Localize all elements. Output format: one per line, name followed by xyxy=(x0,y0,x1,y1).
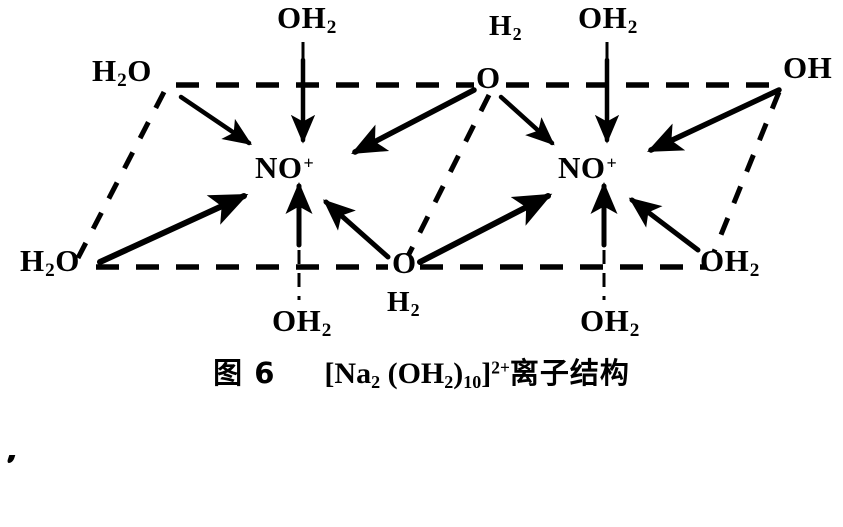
dashed-edge-left-slant xyxy=(75,90,167,260)
ligand-label-water-top-axial-right: OH2 xyxy=(578,2,638,38)
arrow-top-left-water-to-left-cation xyxy=(178,94,252,146)
ligand-text-main: OH xyxy=(783,50,833,85)
dashed-edge-middle-slant xyxy=(405,93,492,258)
arrow-bottom-right-water-to-right-cation xyxy=(628,197,701,253)
ligand-text-sub: 2 xyxy=(627,17,638,39)
ligand-label-water-bottom-axial-left: OH2 xyxy=(272,305,332,341)
ligand-label-bridge-bottom-hydrogens: H2 xyxy=(387,286,421,321)
arrow-bottom-left-water-to-left-cation xyxy=(97,193,249,265)
ligand-text-main: H xyxy=(92,53,117,88)
arrow-bridge-bottom-oxygen-to-left-cation xyxy=(323,199,391,260)
ligand-text-sub: 2 xyxy=(45,260,56,282)
ligand-text-main: OH xyxy=(578,0,628,35)
ligand-text-sub: 2 xyxy=(321,320,332,342)
ligand-text-tail: O xyxy=(55,243,80,278)
caption-charge: 2+ xyxy=(491,357,510,378)
ligand-label-water-bottom-left: H2O xyxy=(20,245,80,281)
ligand-text-main: H xyxy=(489,10,513,42)
dashed-framework xyxy=(75,82,786,270)
ligand-label-water-bottom-right: OH2 xyxy=(700,245,760,281)
caption-bracket-close: ] xyxy=(481,357,492,390)
caption-paren-open: ( xyxy=(387,357,398,390)
ligand-text-sub: 2 xyxy=(326,17,337,39)
arrow-bridge-bottom-oxygen-to-right-cation xyxy=(417,193,553,265)
ligand-label-water-top-axial-left: OH2 xyxy=(277,2,337,38)
ligand-text-tail: O xyxy=(127,53,152,88)
caption-bracket-open: [ xyxy=(324,357,335,390)
cation-charge: + xyxy=(606,152,618,173)
caption-element-sub: 2 xyxy=(371,372,381,393)
cation-charge: + xyxy=(303,152,315,173)
ligand-label-water-top-right: OH xyxy=(783,52,832,83)
caption-ligand-count: 10 xyxy=(463,372,482,393)
arrow-bridge-top-oxygen-to-left-cation xyxy=(351,87,477,155)
ligand-text-sub: 2 xyxy=(117,70,128,92)
cation-label-left: NO+ xyxy=(255,152,314,183)
ligand-text-main: O xyxy=(476,60,501,95)
ligand-text-sub: 2 xyxy=(749,260,760,282)
ligand-label-bridge-bottom-oxygen: O xyxy=(392,247,417,278)
ligand-text-sub: 2 xyxy=(629,320,640,342)
ligand-label-bridge-top-hydrogens: H2 xyxy=(489,10,523,45)
arrow-bridge-top-oxygen-to-right-cation xyxy=(498,94,555,146)
caption-ligand-sub: 2 xyxy=(444,372,454,393)
caption-figure-number: 图 6 xyxy=(213,356,276,390)
cation-symbol: NO xyxy=(558,150,606,185)
figure-caption: 图 6 [Na2 (OH2)10]2+离子结构 xyxy=(0,355,843,394)
coordination-arrows-right-cation xyxy=(417,57,782,265)
caption-formula: [Na2 (OH2)10]2+ xyxy=(324,355,509,394)
ligand-text-main: OH xyxy=(700,243,750,278)
cation-label-right: NO+ xyxy=(558,152,617,183)
ligand-label-water-top-left: H2O xyxy=(92,55,152,91)
caption-element: Na xyxy=(334,357,372,390)
ligand-label-water-bottom-axial-right: OH2 xyxy=(580,305,640,341)
cation-symbol: NO xyxy=(255,150,303,185)
coordination-arrows-left-cation xyxy=(97,57,477,265)
caption-suffix-cjk: 离子结构 xyxy=(509,356,630,390)
ligand-text-main: OH xyxy=(272,303,322,338)
dashed-edge-right-slant xyxy=(711,91,782,253)
caption-paren-close: ) xyxy=(453,357,464,390)
ligand-text-sub: 2 xyxy=(512,24,523,45)
ligand-label-bridge-top-oxygen: O xyxy=(476,62,501,93)
ligand-text-main: OH xyxy=(580,303,630,338)
ligand-text-main: OH xyxy=(277,0,327,35)
ligand-text-main: H xyxy=(387,286,411,318)
ligand-text-main: O xyxy=(392,245,417,280)
arrow-top-right-water-to-right-cation xyxy=(647,87,782,153)
caption-ligand: OH xyxy=(397,357,445,390)
ligand-text-sub: 2 xyxy=(410,300,421,321)
ligand-text-main: H xyxy=(20,243,45,278)
